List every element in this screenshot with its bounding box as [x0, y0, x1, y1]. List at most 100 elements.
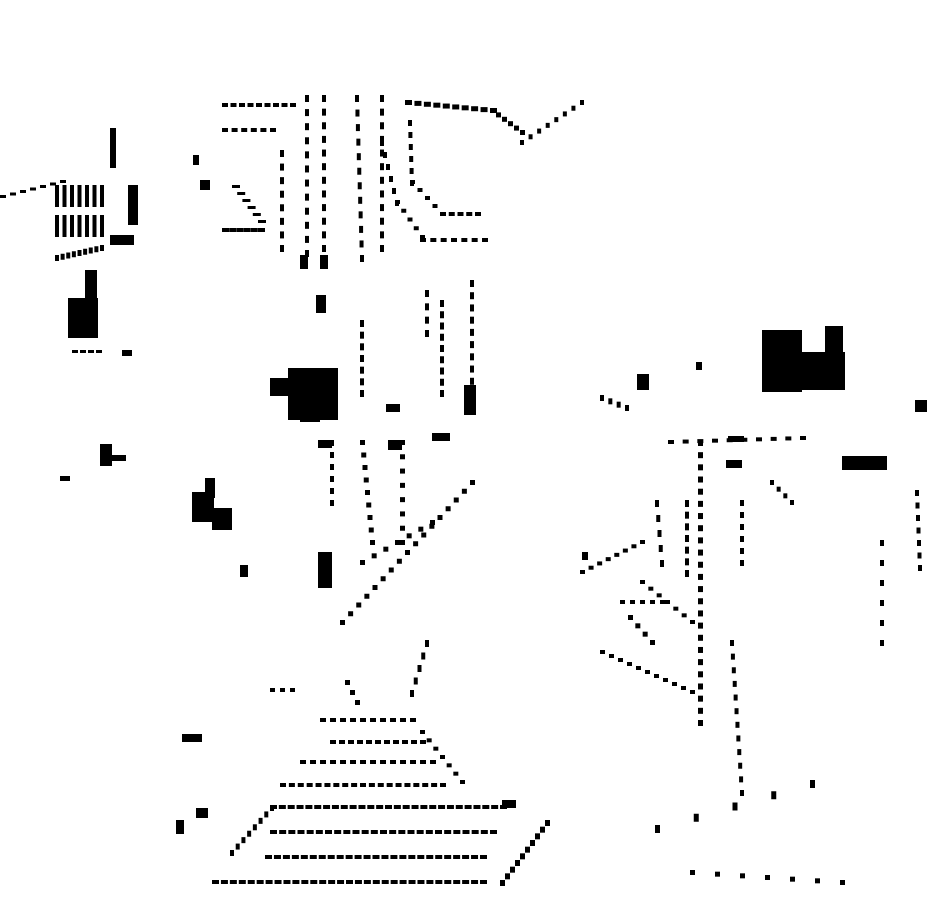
building: [359, 240, 364, 248]
building: [345, 680, 350, 685]
building: [235, 843, 240, 850]
building: [422, 783, 429, 787]
building: [385, 805, 392, 809]
building: [446, 805, 454, 809]
building: [325, 830, 332, 834]
building: [457, 212, 464, 216]
building: [545, 122, 550, 128]
building: [698, 537, 703, 544]
building: [400, 497, 405, 503]
building: [322, 190, 326, 198]
building: [278, 805, 286, 809]
building: [340, 718, 346, 722]
building: [305, 221, 309, 229]
building: [655, 825, 660, 833]
building: [491, 805, 499, 809]
building: [358, 196, 363, 204]
building: [470, 390, 474, 397]
building: [650, 640, 655, 645]
building: [462, 880, 470, 884]
building: [408, 880, 416, 884]
building: [690, 620, 695, 624]
building: [500, 880, 505, 886]
building: [247, 880, 255, 884]
building: [274, 880, 282, 884]
building: [322, 95, 326, 102]
building: [376, 805, 384, 809]
large-building: [205, 478, 215, 498]
building: [330, 718, 336, 722]
building: [0, 195, 6, 198]
building: [352, 830, 360, 834]
building: [413, 226, 419, 231]
building: [426, 738, 432, 743]
building: [698, 525, 703, 532]
building: [880, 580, 884, 586]
large-building: [386, 404, 400, 412]
building: [471, 238, 478, 242]
building: [229, 228, 237, 232]
building: [380, 135, 384, 143]
building: [800, 436, 806, 440]
building: [640, 580, 645, 584]
building: [306, 830, 314, 834]
building: [417, 880, 425, 884]
building: [440, 367, 444, 375]
building: [635, 623, 641, 629]
building: [880, 560, 884, 566]
building: [446, 763, 452, 768]
building: [360, 440, 365, 445]
building: [466, 212, 473, 216]
building: [685, 570, 689, 577]
building: [730, 653, 735, 660]
building: [473, 805, 481, 809]
large-building: [728, 436, 744, 442]
building: [320, 760, 326, 764]
building: [668, 440, 674, 444]
building: [470, 365, 474, 373]
building: [406, 533, 412, 539]
building: [490, 830, 497, 834]
building: [20, 190, 26, 193]
building: [70, 215, 74, 237]
building: [66, 252, 71, 259]
building: [360, 255, 364, 262]
building: [100, 245, 104, 251]
building: [916, 527, 921, 534]
building: [631, 544, 637, 549]
building: [360, 355, 364, 362]
building: [330, 488, 334, 494]
building: [239, 103, 245, 107]
building: [681, 613, 687, 618]
building: [77, 250, 82, 256]
building: [305, 235, 309, 243]
building: [698, 683, 703, 690]
building: [409, 156, 414, 162]
building: [734, 708, 739, 715]
building: [460, 780, 465, 784]
building: [383, 546, 389, 552]
building: [790, 876, 795, 882]
building: [328, 880, 336, 884]
building: [496, 112, 501, 118]
building: [62, 215, 67, 237]
building: [698, 549, 703, 556]
building: [480, 880, 487, 884]
large-building: [240, 565, 248, 577]
building: [359, 225, 364, 233]
building: [783, 493, 788, 499]
building: [490, 108, 495, 113]
building: [470, 353, 474, 361]
building: [537, 128, 542, 134]
building: [453, 830, 461, 834]
building: [279, 830, 287, 834]
building: [300, 760, 306, 764]
small-buildings-layer: [0, 95, 922, 886]
building: [408, 144, 413, 150]
building: [395, 200, 400, 204]
building: [475, 212, 481, 216]
building: [535, 833, 540, 840]
building: [380, 217, 384, 225]
building: [698, 513, 703, 520]
